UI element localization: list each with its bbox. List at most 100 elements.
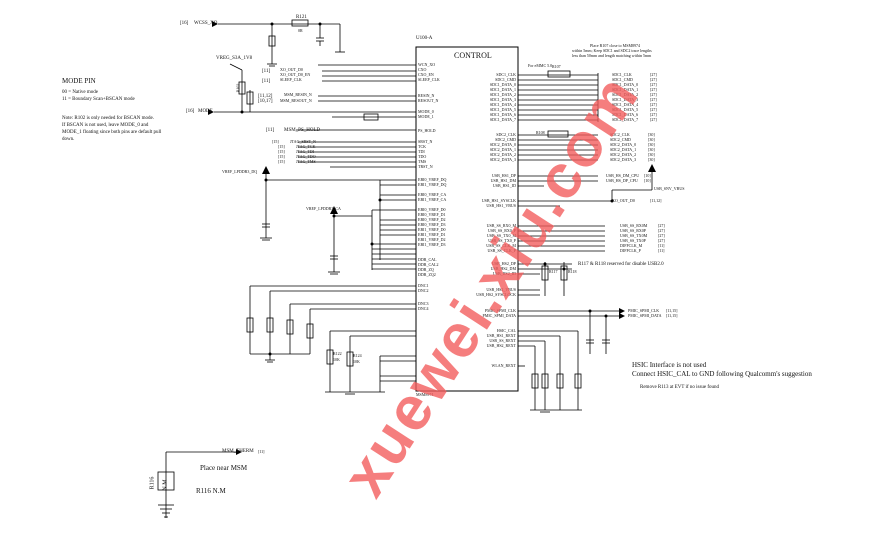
- psh-ref: [11]: [266, 128, 275, 133]
- left-pin-name: RESIN_N: [418, 93, 435, 98]
- right-pin-name: USB_HS2_DP: [491, 261, 516, 266]
- right-pin-name: SDC1_DATA_0: [489, 82, 516, 87]
- remove-note: Remove R113 at EVT if no issue found: [640, 385, 720, 390]
- r121-label: R121: [296, 15, 307, 20]
- right-net-label: USB_SNV_VBUS: [654, 186, 685, 191]
- right-net-ref: [11,12]: [650, 198, 662, 203]
- left-pin-name: DDR_CAL: [418, 257, 437, 262]
- jtag-ref-3: [15]: [278, 154, 285, 159]
- left-pin-name: TCK: [418, 144, 426, 149]
- xo-ref-2: [11]: [262, 79, 271, 84]
- r121-value: 0R: [298, 28, 303, 33]
- right-pin-name: SDC1_DATA_3: [489, 97, 516, 102]
- right-net-label: PMIC_SPMI_CLK: [628, 308, 660, 313]
- jtag-3: JTAG_TDO: [296, 154, 316, 159]
- r124-label: R124: [353, 353, 362, 358]
- vref-dq-net: VREF_LPDDR3_DQ: [222, 169, 258, 174]
- left-pin-name: EBI1_VREF_D0: [418, 227, 446, 232]
- right-net-label: SDC1_DATA_6: [612, 112, 639, 117]
- left-pin-name: EBI0_VREF_D0: [418, 207, 446, 212]
- right-net-label: SDC1_DATA_3: [612, 97, 639, 102]
- ic-part: MSM8974: [416, 392, 434, 397]
- right-pin-name: USB_SS_REXT: [489, 338, 516, 343]
- right-net-label: SDC1_DATA_1: [612, 87, 639, 92]
- hsic-line-1: Connect HSIC_CAL to GND following Qualco…: [632, 370, 812, 378]
- right-net-ref: [27]: [658, 228, 665, 233]
- left-pin-name: CXO: [418, 67, 427, 72]
- right-pin-name: PMIC_SPMI_CLK: [484, 308, 516, 313]
- placement-note-2: less than 50mm and length matching withi…: [572, 53, 652, 58]
- mode-title: MODE PIN: [62, 77, 96, 85]
- right-net-ref: [27]: [650, 117, 657, 122]
- right-net-label: SDC2_DATA_2: [610, 152, 637, 157]
- left-pin-name: EBI1_VREF_D3: [418, 242, 446, 247]
- r118-label: R118: [568, 269, 577, 274]
- right-net-label: USB_HS_DP_CPU: [606, 178, 638, 183]
- right-pin-name: USB_HS1_VBUS: [486, 203, 516, 208]
- left-pin-name: EBI0_VREF_DQ: [418, 177, 447, 182]
- right-pin-name: USB_HS1_REXT: [486, 333, 516, 338]
- right-net-label: USB_HS_DM_CPU: [606, 173, 640, 178]
- right-net-label: SDC2_DATA_3: [610, 157, 637, 162]
- therm-ref: [11]: [258, 449, 265, 454]
- right-net-ref: [30]: [648, 142, 655, 147]
- left-wire-4: MSM_RESOUT_N: [280, 98, 312, 103]
- right-net-ref: [27]: [650, 112, 657, 117]
- right-pin-name: USB_HS1_DP: [491, 173, 516, 178]
- left-pin-name: EBI0_VREF_D1: [418, 212, 446, 217]
- right-pin-name: SDC2_CLK: [496, 132, 516, 137]
- right-net-ref: [30]: [648, 157, 655, 162]
- right-pin-name: SDC1_CLK: [496, 72, 516, 77]
- right-net-ref: [27]: [650, 82, 657, 87]
- right-pin-name: SDC1_DATA_1: [489, 87, 516, 92]
- left-pin-name: EBI0_VREF_D3: [418, 222, 446, 227]
- right-net-ref: [11]: [658, 248, 665, 253]
- left-pin-name: TDO: [418, 154, 427, 159]
- right-pin-name: SDC2_DATA_2: [489, 152, 516, 157]
- right-net-ref: [10]: [644, 173, 651, 178]
- right-pin-name: USB_HS2_DM: [490, 266, 516, 271]
- left-pin-name: WCN_XO: [418, 62, 436, 67]
- r108-label: R108: [536, 130, 545, 135]
- right-net-ref: [30]: [648, 137, 655, 142]
- wcss-net: WCSS_XO: [194, 21, 218, 26]
- left-wire-2: SLEEP_CLK: [280, 77, 302, 82]
- left-pin-name: DNC2: [418, 288, 429, 293]
- right-pin-name: PMIC_SPMI_DATA: [482, 313, 516, 318]
- left-pin-name: DNC4: [418, 306, 429, 311]
- right-net-label: DIFFCLK_P: [620, 248, 641, 253]
- left-pin-name: DDR_CAL2: [418, 262, 439, 267]
- jtag-1: JTAG_TCK: [296, 144, 316, 149]
- right-net-ref: [11,15]: [666, 308, 678, 313]
- hsic-line-0: HSIC Interface is not used: [632, 361, 707, 369]
- vref-ca-net: VREF_LPDDR3_CA: [306, 206, 341, 211]
- right-pin-name: SDC2_DATA_3: [489, 157, 516, 162]
- right-pin-name: USB_SS_CLK_M: [486, 243, 516, 248]
- right-pin-name: USB_HS1_ID: [492, 183, 516, 188]
- left-pin-name: CXO_EN: [418, 72, 434, 77]
- right-pin-name: WLAN_REXT: [491, 363, 516, 368]
- left-pin-name: TDI: [418, 149, 425, 154]
- therm-net: MSM_THERM: [222, 449, 254, 454]
- right-net-label: SDC1_DATA_5: [612, 107, 639, 112]
- right-pin-name: USB_HS1_SYSCLK: [481, 198, 516, 203]
- left-pin-name: EBI1_VREF_CA: [418, 197, 447, 202]
- right-net-label: SDC1_DATA_0: [612, 82, 639, 87]
- right-net-ref: [30]: [648, 147, 655, 152]
- right-pin-name: USB_SS_TX0_M: [486, 233, 516, 238]
- right-net-ref: [27]: [650, 97, 657, 102]
- mode-line-0: 00 = Native mode: [62, 90, 99, 95]
- right-net-ref: [30]: [648, 132, 655, 137]
- right-net-ref: [27]: [650, 102, 657, 107]
- bscan-note-0: Note: R102 is only needed for BSCAN mode…: [62, 116, 154, 121]
- right-pin-name: SDC1_DATA_7: [489, 117, 516, 122]
- r122-value: 10K: [333, 357, 340, 362]
- right-pin-name: SDC1_DATA_5: [489, 107, 516, 112]
- right-pin-name: HSIC_CAL: [496, 328, 516, 333]
- jtag-ref-1: [15]: [278, 144, 285, 149]
- right-net-label: SDC2_CMD: [610, 137, 631, 142]
- ic-title: CONTROL: [454, 51, 492, 60]
- left-pin-name: MODE_1: [418, 114, 434, 119]
- right-net-label: SDC2_DATA_0: [610, 142, 637, 147]
